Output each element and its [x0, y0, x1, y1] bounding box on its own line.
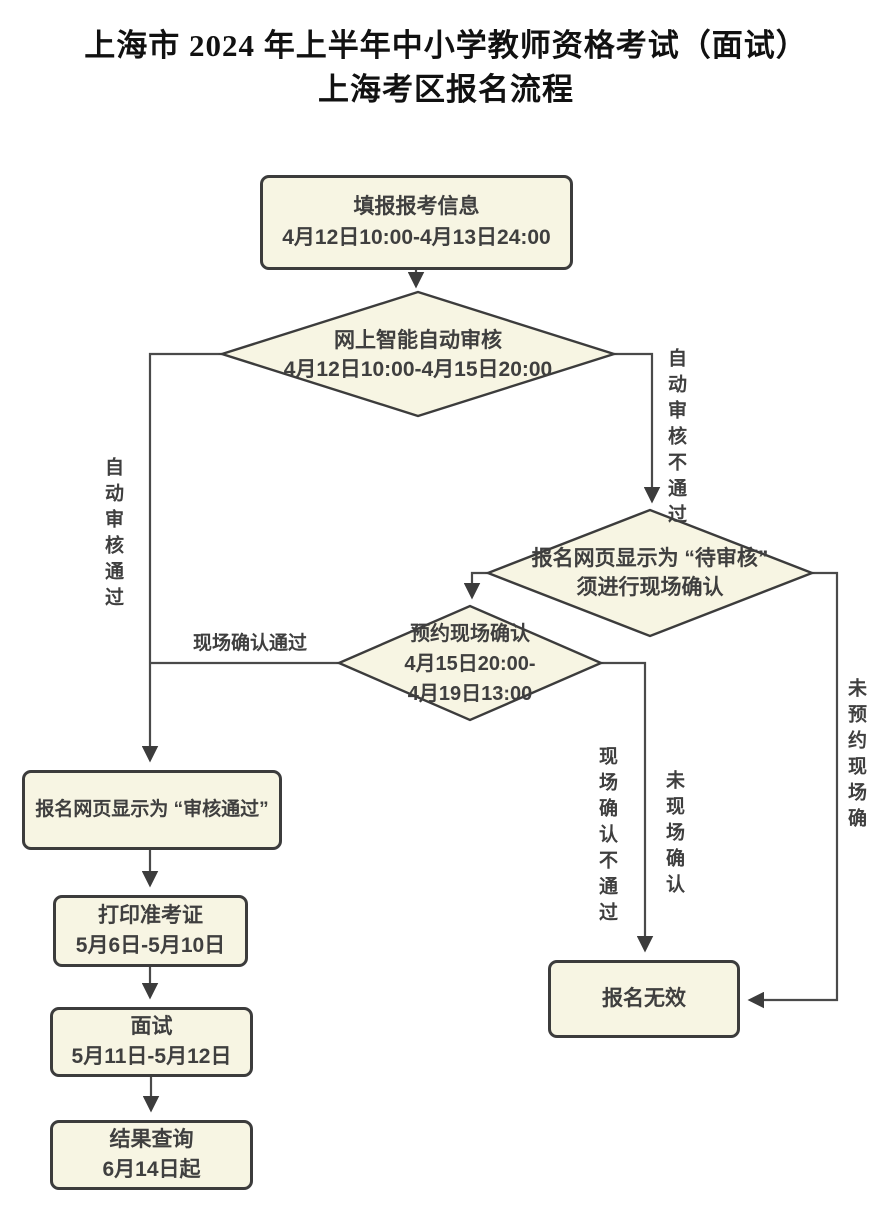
diamond-auto-review — [218, 290, 618, 418]
node-approved: 报名网页显示为 “审核通过” — [22, 770, 282, 850]
node-print-ticket: 打印准考证 5月6日-5月10日 — [53, 895, 248, 967]
node-print-ticket-title: 打印准考证 — [98, 903, 203, 927]
edge-no-booking — [747, 571, 839, 1009]
node-fill-info: 填报报考信息 4月12日10:00-4月13日24:00 — [260, 175, 573, 270]
diamond-book-onsite — [335, 604, 605, 722]
diamond-book-onsite-dates2: 4月19日13:00 — [407, 683, 533, 705]
node-invalid-text: 报名无效 — [602, 986, 686, 1010]
diamond-auto-review-text: 网上智能自动审核 4月12日10:00-4月15日20:00 — [258, 318, 578, 392]
edge-pending-to-booking — [463, 571, 488, 600]
node-interview-dates: 5月11日-5月12日 — [71, 1045, 232, 1068]
node-results-dates: 6月14日起 — [102, 1158, 201, 1181]
node-interview-title: 面试 — [130, 1014, 173, 1038]
edge-label-auto-pass: 自动审核通过 — [102, 457, 123, 613]
diamond-pending-review-line1: 报名网页显示为 “待审核” — [531, 546, 769, 570]
edge-autoreview-fail — [614, 352, 661, 504]
diamond-book-onsite-text: 预约现场确认 4月15日20:00- 4月19日13:00 — [360, 617, 580, 711]
diamond-auto-review-dates: 4月12日10:00-4月15日20:00 — [283, 358, 553, 381]
node-invalid: 报名无效 — [548, 960, 740, 1038]
edge-label-onsite-pass: 现场确认通过 — [192, 633, 307, 654]
diamond-auto-review-title: 网上智能自动审核 — [334, 328, 502, 352]
diamond-pending-review-text: 报名网页显示为 “待审核” 须进行现场确认 — [495, 540, 805, 606]
node-results-title: 结果查询 — [109, 1127, 194, 1151]
edge-label-auto-fail: 自动审核不通过 — [665, 348, 686, 530]
diamond-pending-review — [484, 508, 816, 638]
node-approved-text: 报名网页显示为 “审核通过” — [35, 799, 269, 821]
edge-label-no-booking: 未预约现场确 — [845, 678, 866, 834]
page-title-line1: 上海市 2024 年上半年中小学教师资格考试（面试） — [84, 28, 808, 63]
node-fill-info-title: 填报报考信息 — [353, 195, 480, 219]
edge-autoreview-pass — [141, 352, 222, 763]
node-results: 结果查询 6月14日起 — [50, 1120, 253, 1190]
edge-label-no-onsite: 未现场确认 — [663, 770, 684, 900]
node-interview: 面试 5月11日-5月12日 — [50, 1007, 253, 1077]
page-title-line2: 上海考区报名流程 — [318, 72, 574, 107]
node-fill-info-dates: 4月12日10:00-4月13日24:00 — [282, 225, 551, 249]
edge-booking-fail — [601, 661, 654, 953]
diamond-book-onsite-dates1: 4月15日20:00- — [404, 653, 536, 675]
edge-label-onsite-fail: 现场确认不通过 — [596, 746, 617, 928]
diamond-pending-review-line2: 须进行现场确认 — [576, 576, 724, 599]
diamond-book-onsite-title: 预约现场确认 — [410, 623, 530, 645]
node-print-ticket-dates: 5月6日-5月10日 — [75, 934, 226, 957]
